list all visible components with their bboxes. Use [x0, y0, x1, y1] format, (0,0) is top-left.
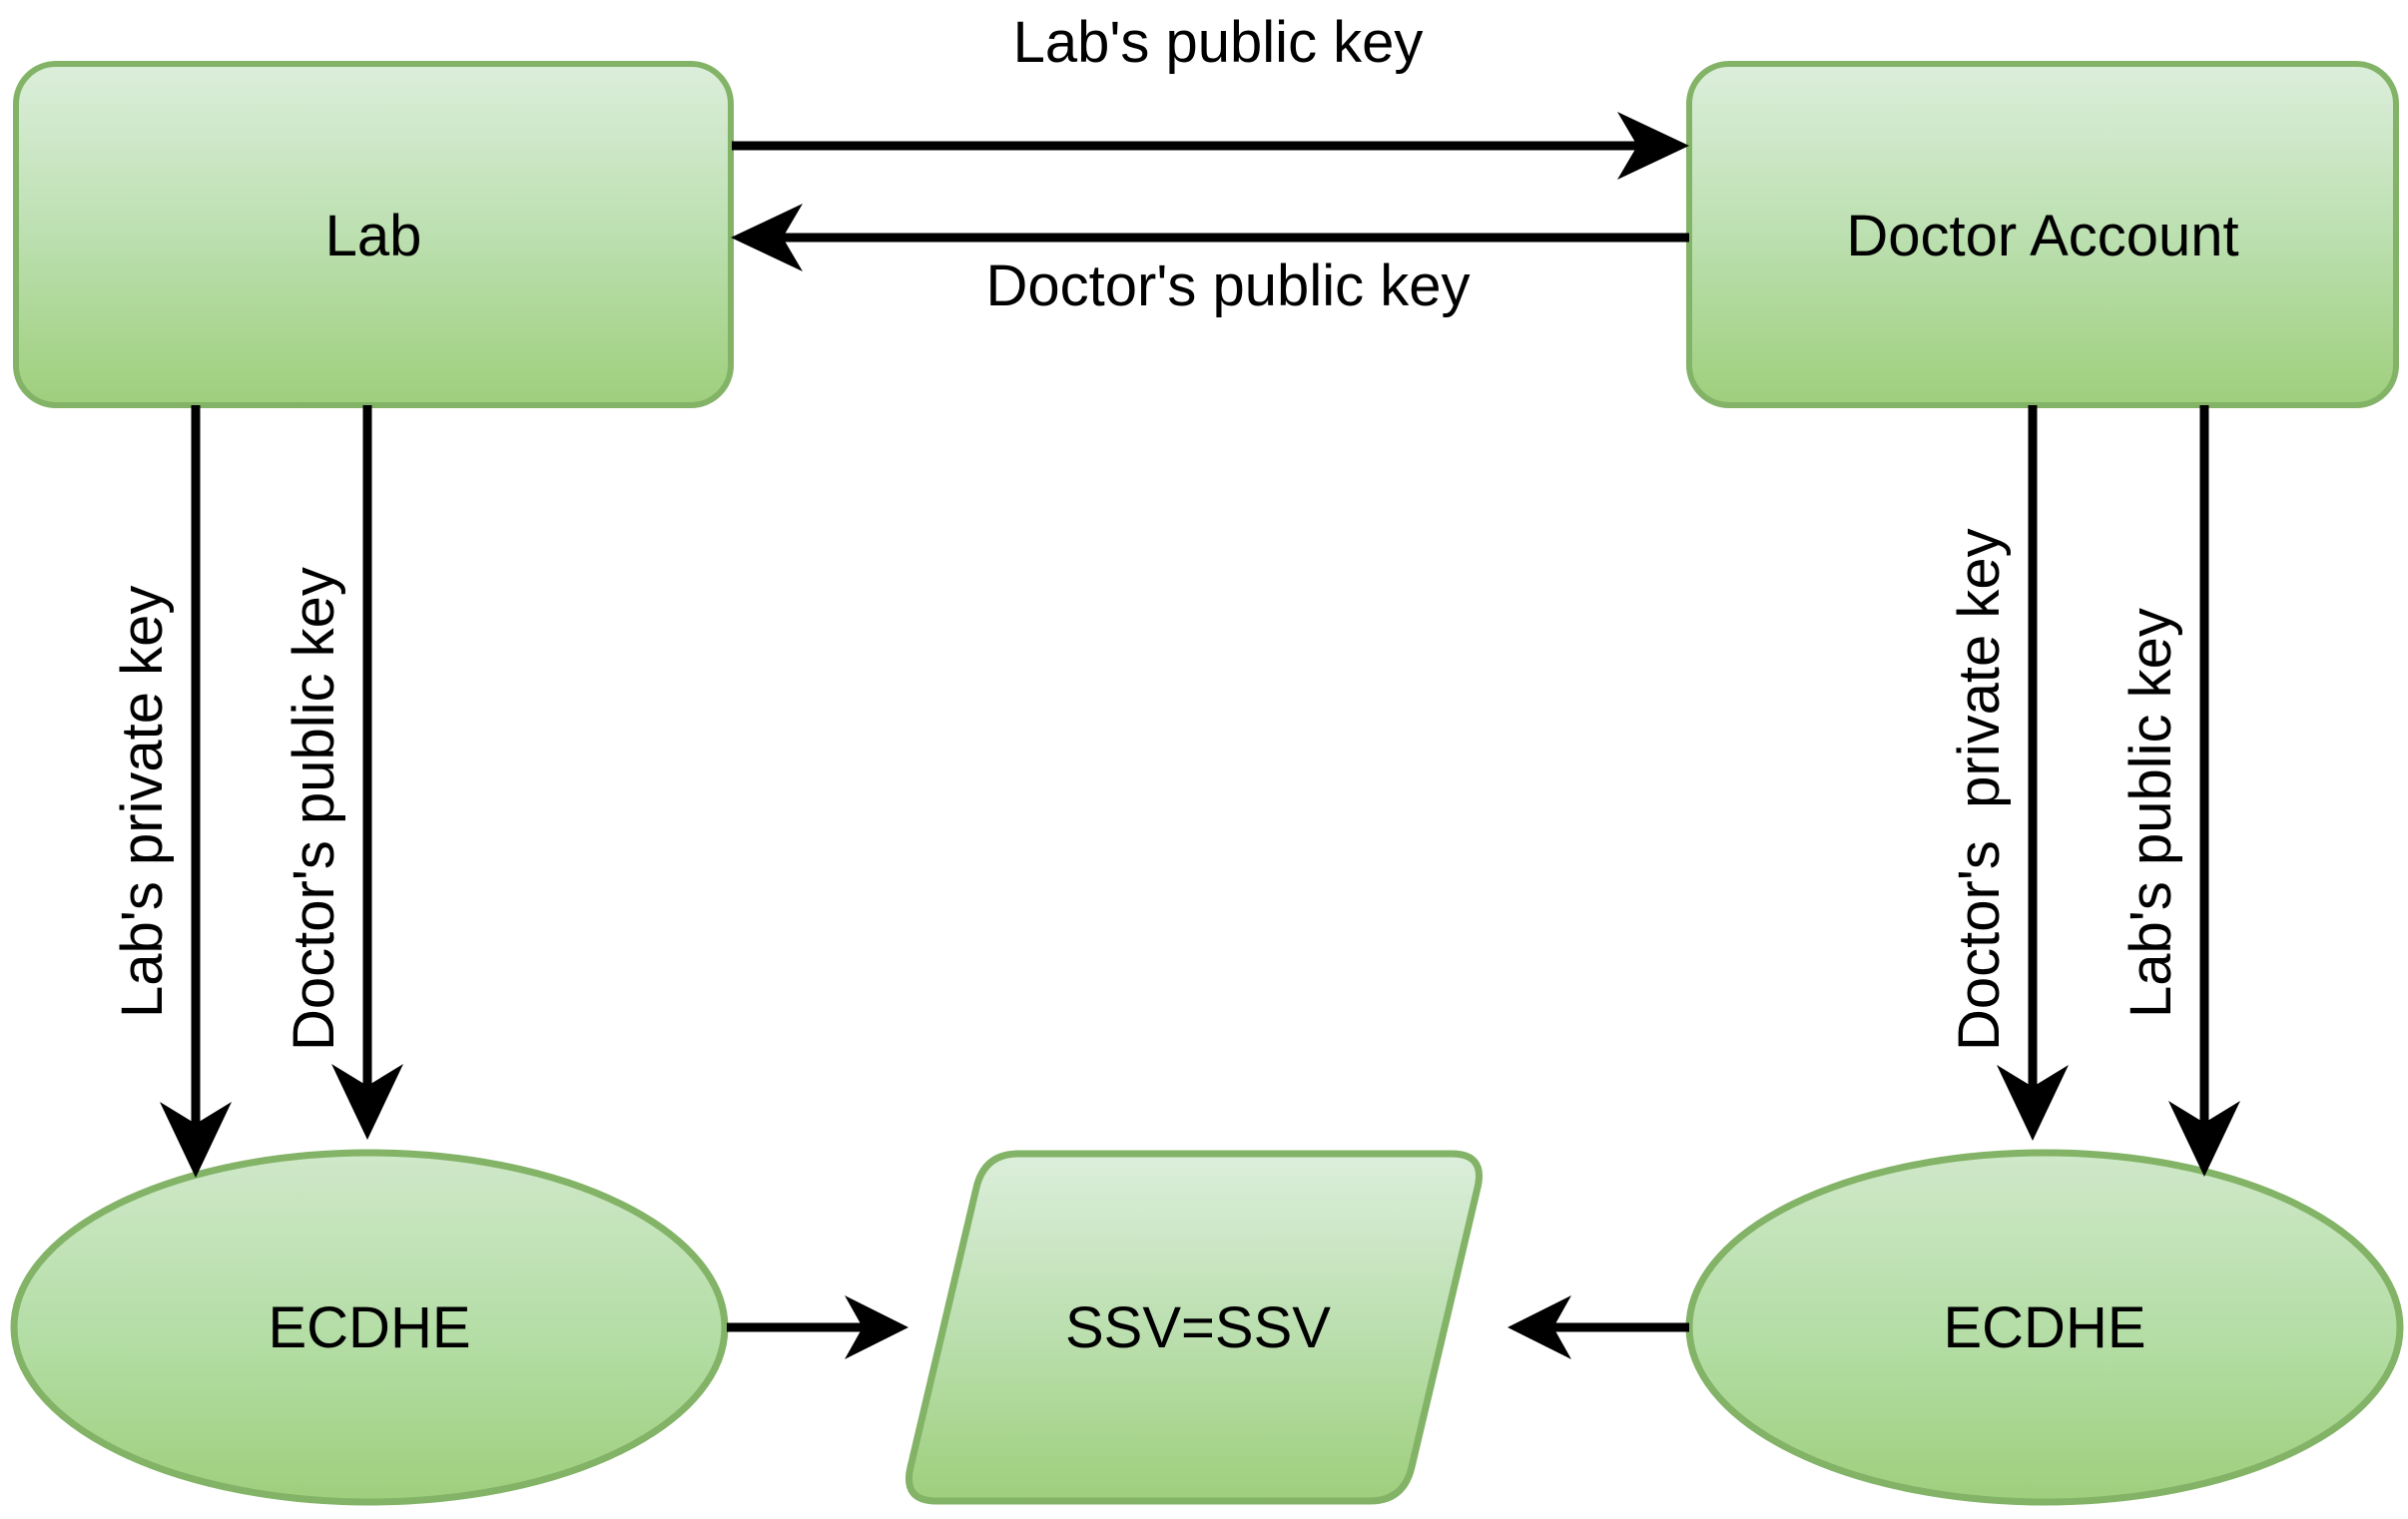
node-doctor-account-shape[interactable]	[1686, 61, 2399, 408]
edge-lab-private-key-arrowhead	[160, 1102, 232, 1178]
node-lab-shape[interactable]	[13, 61, 734, 408]
node-ecdhe-right-shape[interactable]	[1685, 1149, 2404, 1506]
node-ecdhe-left-shape[interactable]	[10, 1149, 729, 1506]
node-ssv-shape[interactable]	[905, 1150, 1483, 1505]
edge-doctor-private-key-arrowhead	[1997, 1065, 2069, 1141]
edge-lab-public-key-right-arrowhead	[2168, 1101, 2240, 1177]
edge-doctor-to-lab-arrowhead	[731, 204, 803, 271]
edge-doctor-public-key-left-arrowhead	[331, 1064, 403, 1140]
edge-lab-to-doctor-arrowhead	[1617, 112, 1689, 180]
edge-ecdhe-left-to-ssv-arrowhead	[845, 1295, 908, 1359]
edge-ecdhe-right-to-ssv-arrowhead	[1507, 1295, 1571, 1359]
